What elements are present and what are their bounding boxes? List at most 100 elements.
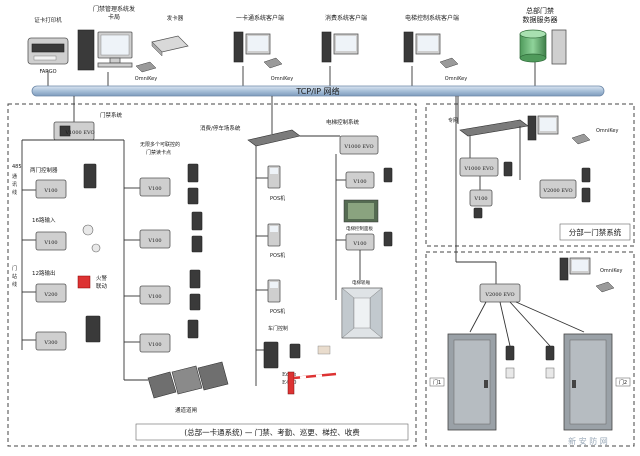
branch-workstation xyxy=(527,115,591,145)
module-model-4: V300 xyxy=(43,340,57,346)
omnikey-label-2: OmniKey xyxy=(271,76,293,82)
pos-terminal-1 xyxy=(267,165,281,189)
module-left-4 xyxy=(35,315,101,351)
elevator-car xyxy=(341,287,383,339)
hq-controller-model: V1000 EVO xyxy=(64,130,94,136)
branch-ctrl1-label: V1000 EVO xyxy=(463,166,493,172)
door-ctrl-label: 两门控制器 xyxy=(30,166,58,174)
client-workstation-3 xyxy=(403,31,459,69)
module-right-4 xyxy=(139,319,199,353)
omnikey-label-3: OmniKey xyxy=(445,76,467,82)
server-label-1: 总部门禁 xyxy=(526,6,554,15)
module-model-8: V100 xyxy=(147,342,161,348)
hq-caption-box xyxy=(135,423,409,441)
hq-region xyxy=(7,103,417,447)
branch-controller-3 xyxy=(539,167,591,203)
bus-label-2c: 线 xyxy=(12,281,17,288)
pos-terminal-3 xyxy=(267,279,281,303)
branch-caption-box xyxy=(559,223,631,241)
hq-caption: (总部一卡通系统) — 门禁、考勤、巡更、梯控、收费 xyxy=(184,427,360,437)
card-printer-model: FARGO xyxy=(39,69,56,75)
fire-alarm-label-1: 火警 xyxy=(96,274,108,282)
elevator-module-2 xyxy=(345,231,393,251)
branch-controller-1 xyxy=(459,157,513,177)
door2-tag xyxy=(615,377,631,387)
branch-controller-2 xyxy=(469,189,493,219)
client3-label: 电梯控制系统客户端 xyxy=(405,14,459,22)
module-left-2 xyxy=(35,224,101,253)
elevator-links xyxy=(335,154,346,300)
bus-label-2b: 站 xyxy=(12,273,17,280)
card-printer xyxy=(27,37,69,65)
module-right-1 xyxy=(139,163,199,205)
card-issuer xyxy=(151,35,189,57)
bus-label-1d: 线 xyxy=(12,189,17,196)
pos-terminal-2 xyxy=(267,223,281,247)
omnikey-label-1: OmniKey xyxy=(135,76,157,82)
branch-ctrl3-label: V2000 EVO xyxy=(542,188,572,194)
tcp-ip-network-bar xyxy=(31,85,605,97)
card-printer-label: 证卡打印机 xyxy=(34,16,62,24)
door-2 xyxy=(563,333,613,431)
mgmt-center-label-2: 卡局 xyxy=(108,13,120,21)
omnikey-reader-1 xyxy=(135,61,157,73)
pos2-label: POS机 xyxy=(270,252,285,259)
bus-label-1b: 通 xyxy=(12,173,17,180)
elevator-label: 电梯控制系统 xyxy=(326,118,360,126)
door-1 xyxy=(447,333,497,431)
branch-workstation-2 xyxy=(559,257,615,293)
network-switch xyxy=(247,129,301,147)
elevator-panel xyxy=(343,199,379,223)
module-left-3 xyxy=(35,275,91,303)
elev-panel-label: 电梯控制面板 xyxy=(346,225,373,232)
pos1-label: POS机 xyxy=(270,195,285,202)
mgmt-center-label-1: 门禁管理系统发 xyxy=(93,5,135,13)
turnstile-label: 通道道闸 xyxy=(175,406,197,414)
pos3-label: POS机 xyxy=(270,308,285,315)
elev-module2-label: V100 xyxy=(352,241,366,247)
module-right-3 xyxy=(139,269,201,311)
edge-controller xyxy=(263,341,331,369)
branch-switch xyxy=(459,119,529,137)
parking-barrier xyxy=(287,371,337,395)
branch-caption: 分部一门禁系统 xyxy=(569,227,622,237)
door-links xyxy=(469,301,585,347)
client-workstation-2 xyxy=(321,31,359,63)
branch-door-region xyxy=(425,251,635,447)
watermark: 新 安 防 网 xyxy=(568,436,608,446)
branch-ctrl4-label: V2000 EVO xyxy=(484,292,514,298)
door2-label: 门2 xyxy=(619,379,627,386)
module-model-6: V100 xyxy=(147,238,161,244)
bus-label-1c: 讯 xyxy=(12,181,17,188)
network-label: TCP/IP 网络 xyxy=(295,86,339,96)
server-label-2: 数据服务器 xyxy=(523,15,558,24)
branch-omnikey2-label: OmniKey xyxy=(600,268,622,274)
module-left-1 xyxy=(35,163,97,199)
client2-label: 消费系统客户端 xyxy=(325,14,367,22)
hq-controller-label: 门禁系统 xyxy=(100,111,123,119)
consume-links xyxy=(255,135,340,386)
module-model-1: V100 xyxy=(43,188,57,194)
consume-label: 消费/停车场系统 xyxy=(200,124,241,132)
module-model-3: V200 xyxy=(43,292,57,298)
fire-alarm-label-2: 联动 xyxy=(96,282,108,290)
reader-note-2: 门禁读卡点 xyxy=(146,149,171,156)
turnstile-gates xyxy=(147,361,229,399)
output12-label: 12路输出 xyxy=(32,269,56,277)
client-workstation-1 xyxy=(233,31,283,69)
issuer-label: 发卡器 xyxy=(167,14,184,22)
management-workstation xyxy=(77,29,133,71)
database-server xyxy=(519,29,567,65)
module-model-2: V100 xyxy=(43,240,57,246)
elev-module1-label: V100 xyxy=(352,179,366,185)
branch-links xyxy=(469,126,521,190)
elev-car-label: 电梯轿厢 xyxy=(352,279,370,286)
input16-label: 16路输入 xyxy=(32,216,56,224)
branch-omnikey-label: OmniKey xyxy=(596,128,618,134)
elevator-model: V1000 EVO xyxy=(343,144,373,150)
client1-label: 一卡通系统客户端 xyxy=(236,14,284,22)
door1-label: 门1 xyxy=(433,379,441,386)
elevator-controller xyxy=(339,135,379,155)
elevator-module-1 xyxy=(345,167,393,189)
module-model-7: V100 xyxy=(147,294,161,300)
